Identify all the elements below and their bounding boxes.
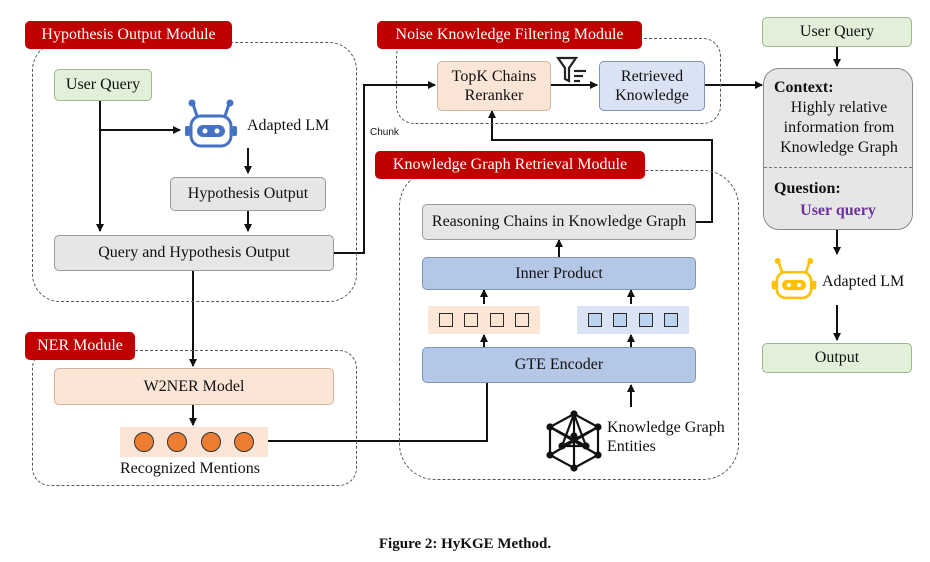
adapted-lm-label-right: Adapted LM xyxy=(822,273,905,290)
question-text: User query xyxy=(800,202,876,219)
arrow-queryhyp-to-reranker xyxy=(334,81,436,254)
context-label: Context: xyxy=(774,79,834,96)
mention-vector-cell xyxy=(439,313,454,327)
entity-vector-cell xyxy=(638,313,653,327)
arrow-reasoning-to-reranker xyxy=(488,110,713,223)
reasoning-chains-box: Reasoning Chains in Knowledge Graph xyxy=(422,204,696,240)
kg-retrieval-module-tag: Knowledge Graph Retrieval Module xyxy=(375,151,645,179)
gte-encoder-box: GTE Encoder xyxy=(422,347,696,383)
kg-entities-label: Knowledge Graph Entities xyxy=(607,419,725,456)
question-label: Question: xyxy=(774,180,841,197)
output-box: Output xyxy=(762,343,912,373)
retrieved-knowledge-box: Retrieved Knowledge xyxy=(599,61,705,111)
user-query-box-right: User Query xyxy=(762,17,912,47)
user-query-box-left: User Query xyxy=(54,69,152,101)
mention-dots-strip xyxy=(120,427,268,457)
ner-module-region xyxy=(32,350,357,486)
arrow-mentions-to-gte xyxy=(268,383,488,442)
mention-vector-cell xyxy=(464,313,479,327)
mention-dot xyxy=(133,432,154,452)
hypothesis-module-tag: Hypothesis Output Module xyxy=(25,21,232,49)
filter-icon xyxy=(555,56,586,83)
entity-vector-cell xyxy=(588,313,603,327)
context-divider xyxy=(764,167,912,168)
adapted-lm-label-top: Adapted LM xyxy=(247,117,330,134)
mention-vector-cell xyxy=(489,313,504,327)
knowledge-graph-icon xyxy=(546,410,602,472)
mention-dot xyxy=(200,432,221,452)
hypothesis-output-box: Hypothesis Output xyxy=(170,177,326,211)
recognized-mentions-label: Recognized Mentions xyxy=(120,460,260,477)
robot-icon xyxy=(771,258,817,300)
noise-filter-module-tag: Noise Knowledge Filtering Module xyxy=(377,21,642,49)
context-question-box: Context: Highly relative information fro… xyxy=(763,68,913,230)
topk-chains-reranker-box: TopK Chains Reranker xyxy=(437,61,551,111)
robot-icon xyxy=(185,99,237,148)
figure-caption: Figure 2: HyKGE Method. xyxy=(378,536,552,552)
query-hypothesis-output-box: Query and Hypothesis Output xyxy=(54,235,334,271)
w2ner-model-box: W2NER Model xyxy=(54,368,334,405)
context-text: Highly relative information from Knowled… xyxy=(780,99,898,156)
inner-product-box: Inner Product xyxy=(422,257,696,290)
entity-vector-cell xyxy=(663,313,678,327)
ner-module-tag: NER Module xyxy=(25,332,135,360)
mention-vector-strip xyxy=(428,306,540,334)
entity-vector-cell xyxy=(613,313,628,327)
entity-vector-strip xyxy=(577,306,689,334)
mention-dot xyxy=(234,432,255,452)
mention-dot xyxy=(167,432,188,452)
mention-vector-cell xyxy=(514,313,529,327)
chunk-label: Chunk xyxy=(370,127,399,138)
